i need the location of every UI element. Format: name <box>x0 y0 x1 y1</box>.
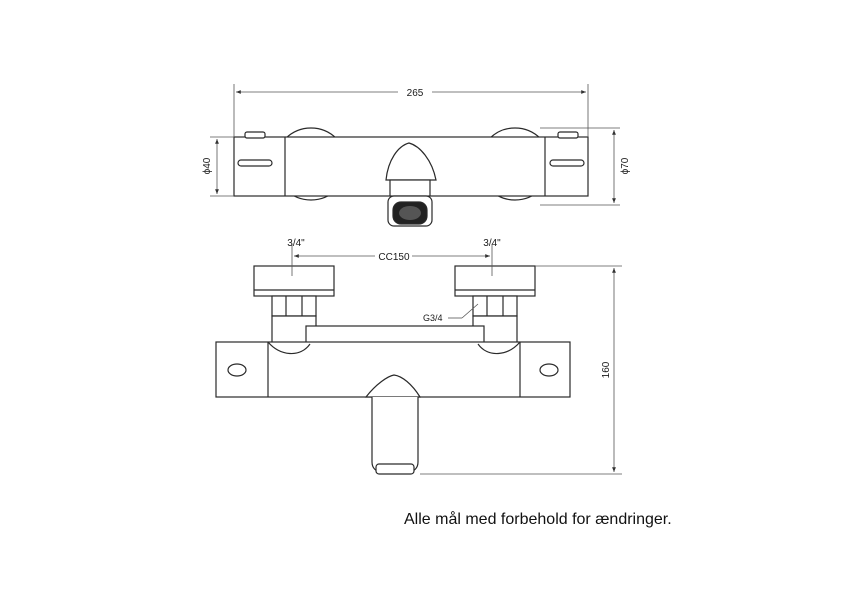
front-view <box>215 265 571 475</box>
dim-inlet-right: 3/4" <box>483 238 501 249</box>
right-inlet-cap <box>454 265 536 297</box>
right-side-ellipse <box>539 363 559 377</box>
dim-inlet-left: 3/4" <box>287 238 305 249</box>
left-inlet-cap <box>253 265 335 297</box>
front-spout-cone <box>364 374 422 398</box>
left-hex-nut <box>271 295 317 317</box>
dim-body-diameter: ϕ40 <box>202 157 213 174</box>
dim-overall-width: 265 <box>407 88 424 99</box>
right-hex-nut <box>472 295 518 317</box>
top-dimensions <box>210 84 620 206</box>
front-spout-outlet <box>375 463 415 475</box>
front-dimensions <box>291 244 622 475</box>
top-right-slot <box>549 159 585 167</box>
top-left-slot <box>237 159 273 167</box>
top-view <box>233 127 589 227</box>
dim-thread: G3/4 <box>423 313 443 323</box>
dim-center-distance: CC150 <box>378 252 410 263</box>
top-spout-neck <box>389 179 431 197</box>
top-left-tab <box>244 131 266 139</box>
top-right-tab <box>557 131 579 139</box>
disclaimer-note: Alle mål med forbehold for ændringer. <box>404 511 672 528</box>
left-side-ellipse <box>227 363 247 377</box>
front-spout <box>371 397 419 473</box>
top-spout-cone <box>385 142 437 181</box>
dim-height: 160 <box>601 361 612 378</box>
dim-handle-diameter: ϕ70 <box>620 157 631 174</box>
